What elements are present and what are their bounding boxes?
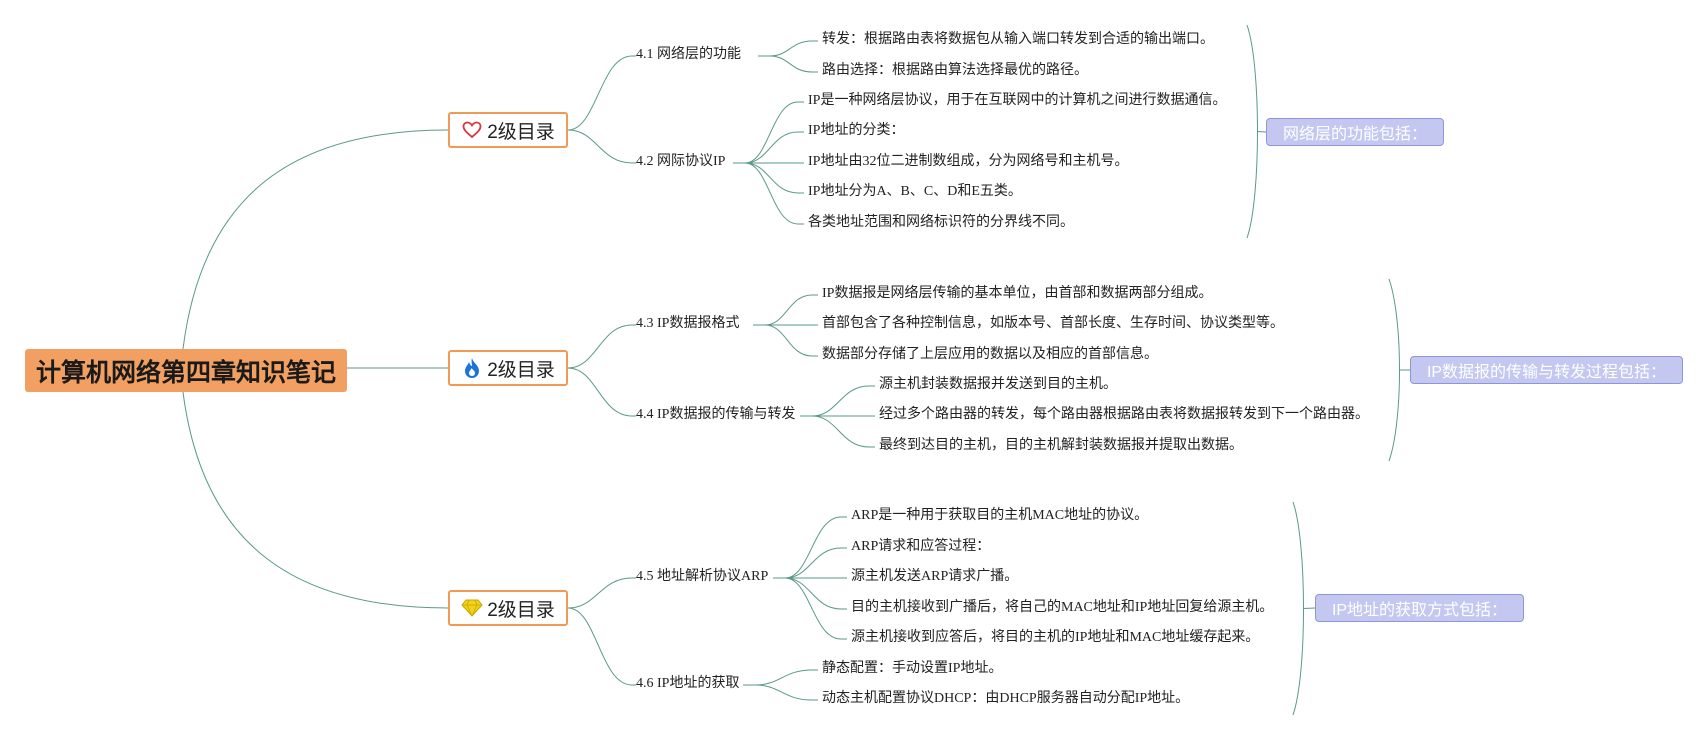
note-item[interactable]: ARP请求和应答过程： xyxy=(851,539,991,554)
note-item[interactable]: 动态主机配置协议DHCP：由DHCP服务器自动分配IP地址。 xyxy=(822,691,1190,706)
summary-brace xyxy=(1246,24,1258,239)
note-item[interactable]: 路由选择：根据路由算法选择最优的路径。 xyxy=(822,63,1088,78)
note-item[interactable]: 数据部分存储了上层应用的数据以及相应的首部信息。 xyxy=(822,347,1158,362)
note-item[interactable]: ARP是一种用于获取目的主机MAC地址的协议。 xyxy=(851,508,1149,523)
note-item[interactable]: 目的主机接收到广播后，将自己的MAC地址和IP地址回复给源主机。 xyxy=(851,600,1274,615)
summary-connector xyxy=(1302,607,1316,609)
topic-to-item-line xyxy=(754,669,813,686)
section-topic[interactable]: 2级目录 xyxy=(448,350,568,386)
section-to-topic-line xyxy=(567,55,633,131)
root-topic[interactable]: 计算机网络第四章知识笔记 xyxy=(25,349,347,392)
note-item[interactable]: 经过多个路由器的转发，每个路由器根据路由表将数据报转发到下一个路由器。 xyxy=(879,407,1369,422)
section-topic[interactable]: 2级目录 xyxy=(448,112,568,148)
topic-to-item-line xyxy=(744,131,799,164)
note-item[interactable]: IP地址由32位二进制数组成，分为网络号和主机号。 xyxy=(808,154,1129,169)
heart-icon xyxy=(461,119,483,141)
subtopic-title[interactable]: 4.6 IP地址的获取 xyxy=(636,676,740,691)
note-item[interactable]: 源主机封装数据报并发送到目的主机。 xyxy=(879,377,1117,392)
fire-icon xyxy=(461,357,483,379)
topic-to-item-line xyxy=(769,55,813,73)
note-item[interactable]: 源主机接收到应答后，将目的主机的IP地址和MAC地址缓存起来。 xyxy=(851,630,1260,645)
topic-to-item-line xyxy=(784,516,842,579)
summary-label[interactable]: 网络层的功能包括： xyxy=(1266,118,1444,146)
note-item[interactable]: IP地址的分类： xyxy=(808,123,905,138)
section-to-topic-line xyxy=(567,324,633,369)
subtopic-title[interactable]: 4.5 地址解析协议ARP xyxy=(636,569,769,584)
summary-label[interactable]: IP数据报的传输与转发过程包括： xyxy=(1410,356,1683,384)
note-item[interactable]: IP数据报是网络层传输的基本单位，由首部和数据两部分组成。 xyxy=(822,286,1213,301)
root-to-section-line xyxy=(182,391,449,609)
topic-to-item-line xyxy=(744,162,799,194)
note-item[interactable]: 最终到达目的主机，目的主机解封装数据报并提取出数据。 xyxy=(879,438,1243,453)
topic-to-item-line xyxy=(784,577,842,640)
topic-to-item-line xyxy=(744,101,799,164)
root-to-section-line xyxy=(182,129,449,350)
topic-to-item-line xyxy=(784,547,842,579)
subtopic-title[interactable]: 4.4 IP数据报的传输与转发 xyxy=(636,407,796,422)
topic-to-item-line xyxy=(764,294,813,326)
section-label: 2级目录 xyxy=(487,359,555,381)
topic-to-item-line xyxy=(784,577,842,610)
topic-to-item-line xyxy=(769,40,813,57)
note-item[interactable]: 转发：根据路由表将数据包从输入端口转发到合适的输出端口。 xyxy=(822,32,1214,47)
topic-to-item-line xyxy=(811,385,870,417)
topic-to-item-line xyxy=(764,324,813,357)
section-label: 2级目录 xyxy=(487,599,555,621)
section-to-topic-line xyxy=(567,577,633,609)
diamond-icon xyxy=(461,597,483,619)
note-item[interactable]: 首部包含了各种控制信息，如版本号、首部长度、生存时间、协议类型等。 xyxy=(822,316,1284,331)
section-to-topic-line xyxy=(567,129,633,164)
topic-to-item-line xyxy=(754,684,813,701)
section-topic[interactable]: 2级目录 xyxy=(448,590,568,626)
subtopic-title[interactable]: 4.2 网际协议IP xyxy=(636,154,726,169)
subtopic-title[interactable]: 4.1 网络层的功能 xyxy=(636,47,741,62)
note-item[interactable]: 静态配置：手动设置IP地址。 xyxy=(822,661,1003,676)
section-to-topic-line xyxy=(567,607,633,686)
summary-brace xyxy=(1292,501,1304,716)
summary-label[interactable]: IP地址的获取方式包括： xyxy=(1315,594,1524,622)
topic-to-item-line xyxy=(811,415,870,448)
section-to-topic-line xyxy=(567,367,633,417)
note-item[interactable]: IP是一种网络层协议，用于在互联网中的计算机之间进行数据通信。 xyxy=(808,93,1227,108)
summary-brace xyxy=(1388,278,1400,462)
subtopic-title[interactable]: 4.3 IP数据报格式 xyxy=(636,316,740,331)
summary-connector xyxy=(1256,131,1267,133)
note-item[interactable]: 各类地址范围和网络标识符的分界线不同。 xyxy=(808,215,1074,230)
topic-to-item-line xyxy=(744,162,799,225)
section-label: 2级目录 xyxy=(487,121,555,143)
note-item[interactable]: 源主机发送ARP请求广播。 xyxy=(851,569,1019,584)
note-item[interactable]: IP地址分为A、B、C、D和E五类。 xyxy=(808,184,1022,199)
